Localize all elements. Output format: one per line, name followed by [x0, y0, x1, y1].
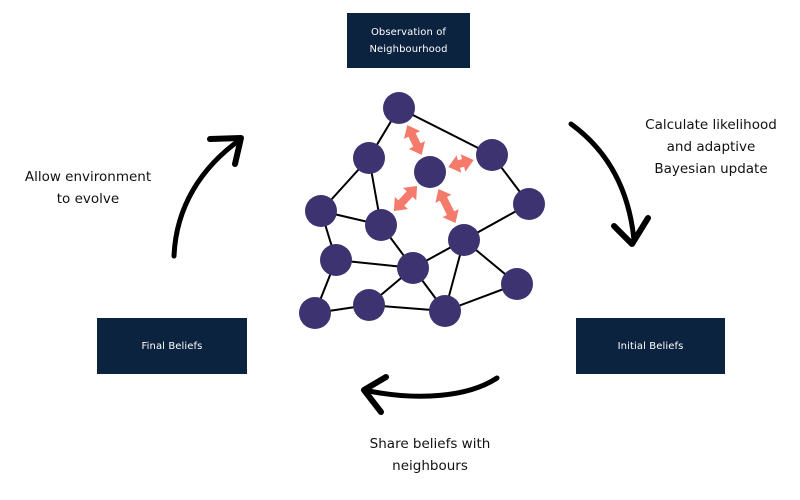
observation-box-line2: Neighbourhood — [369, 43, 448, 55]
observation-arrow-C-G — [393, 186, 418, 211]
share-label-line1: Share beliefs with — [369, 436, 491, 452]
network-node-B — [353, 142, 385, 174]
observation-arrow-C-H — [435, 189, 459, 223]
observation-of-neighbourhood-box: Observation of Neighbourhood — [347, 13, 470, 68]
cycle-arrow-share-head — [361, 374, 389, 415]
allow-environment-label: Allow environment to evolve — [8, 166, 168, 210]
evolve-label-line2: to evolve — [56, 191, 120, 207]
cycle-arrow-calculate-shaft — [568, 121, 637, 243]
network-node-E — [513, 188, 545, 220]
network-node-M — [353, 289, 385, 321]
observation-arrow-C-A — [404, 125, 425, 155]
network-node-L — [299, 297, 331, 329]
cycle-arrow-evolve-head — [207, 135, 244, 167]
cycle-arrow-calculate-head — [611, 215, 651, 247]
network-node-J — [397, 252, 429, 284]
cycle-arrow-evolve — [171, 135, 244, 259]
network-edges — [314, 107, 530, 314]
network-node-D — [476, 139, 508, 171]
network-nodes — [299, 92, 545, 329]
network-node-H — [448, 224, 480, 256]
network-node-F — [305, 195, 337, 227]
network-edge-A-D — [398, 107, 493, 156]
network-node-G — [365, 209, 397, 241]
network-node-N — [429, 295, 461, 327]
cycle-arrow-share — [361, 374, 500, 415]
share-beliefs-label: Share beliefs with neighbours — [340, 433, 520, 477]
share-label-line2: neighbours — [392, 458, 468, 474]
initial-beliefs-label: Initial Beliefs — [617, 340, 684, 352]
network-node-K — [501, 268, 533, 300]
calculate-label-line3: Bayesian update — [654, 161, 768, 177]
cycle-arrow-share-shaft — [361, 375, 500, 399]
network-node-focal — [414, 156, 446, 188]
observation-arrows — [393, 125, 474, 223]
calculate-label-line2: and adaptive — [666, 139, 756, 155]
observation-box-line1: Observation of — [370, 26, 447, 38]
observation-arrow-C-D — [448, 154, 474, 173]
final-beliefs-label: Final Beliefs — [141, 340, 203, 352]
evolve-label-line1: Allow environment — [24, 169, 152, 185]
initial-beliefs-box: Initial Beliefs — [576, 318, 725, 374]
network-node-A — [383, 92, 415, 124]
cycle-arrow-evolve-shaft — [171, 136, 244, 259]
calculate-label-line1: Calculate likelihood — [645, 117, 777, 133]
network-node-I — [320, 244, 352, 276]
cycle-arrow-calculate — [568, 121, 651, 247]
final-beliefs-box: Final Beliefs — [97, 318, 247, 374]
calculate-likelihood-label: Calculate likelihood and adaptive Bayesi… — [626, 114, 796, 180]
